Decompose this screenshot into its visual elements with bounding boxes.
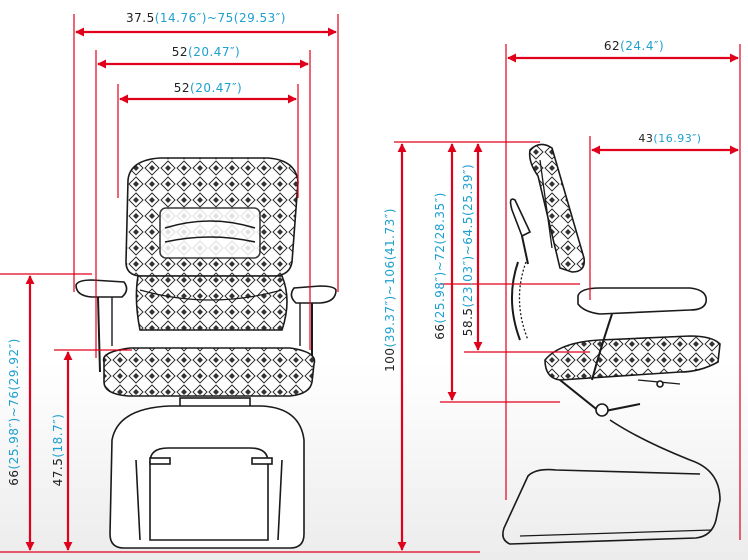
label-side-back-height: 58.5(23.03″)~64.5(25.39″) <box>461 164 475 336</box>
front-lumbar-frame <box>159 207 261 259</box>
front-armrest-left <box>75 279 128 298</box>
label-side-armrest-height: 66(25.98″)~72(28.35″) <box>433 192 447 340</box>
label-side-overall-depth: 62(24.4″) <box>604 39 664 53</box>
side-seat <box>544 335 721 381</box>
label-front-seat-height: 47.5(18.7″) <box>51 414 65 487</box>
label-front-back-width: 52(20.47″) <box>174 81 242 95</box>
dimension-labels: 37.5(14.76″)~75(29.53″) 52(20.47″) 52(20… <box>7 11 701 487</box>
front-chair-illustration <box>75 157 337 549</box>
label-front-armrest-height: 66(25.98″)~76(29.92″) <box>7 338 21 486</box>
front-seat <box>102 347 316 397</box>
label-side-overall-height: 100(39.37″)~106(41.73″) <box>383 208 397 372</box>
side-base <box>502 419 721 545</box>
label-side-seat-depth: 43(16.93″) <box>638 132 701 145</box>
label-front-seat-width: 52(20.47″) <box>172 45 240 59</box>
label-front-overall-width: 37.5(14.76″)~75(29.53″) <box>126 11 286 25</box>
dimension-lines <box>0 14 741 553</box>
front-armrest-right <box>290 285 337 304</box>
extension-lines <box>0 14 741 553</box>
side-chair-illustration <box>502 143 721 545</box>
side-armrest <box>577 287 707 315</box>
front-base <box>109 405 305 549</box>
front-midback <box>135 275 288 331</box>
side-backrest <box>528 143 586 273</box>
